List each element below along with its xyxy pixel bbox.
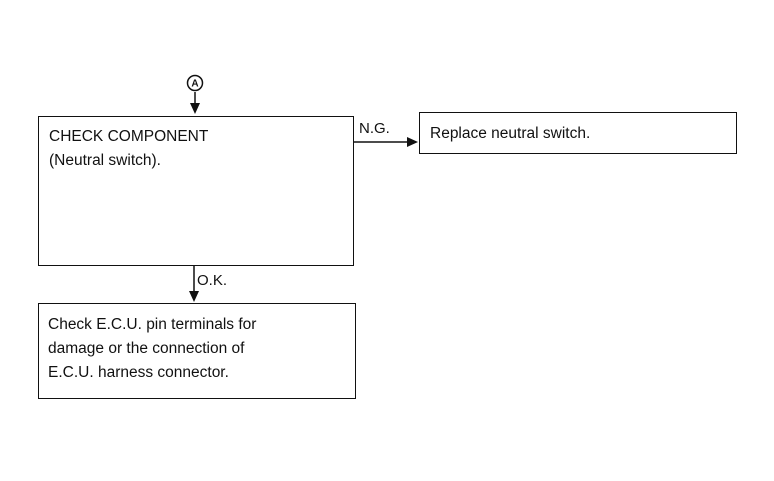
check-ecu-line-3: E.C.U. harness connector. [48, 364, 229, 381]
check-component-box: CHECK COMPONENT (Neutral switch). [38, 116, 354, 266]
ng-label: N.G. [359, 120, 390, 137]
connector-a-icon: A [186, 74, 204, 92]
check-ecu-line-1: Check E.C.U. pin terminals for [48, 316, 257, 333]
replace-switch-box: Replace neutral switch. [419, 112, 737, 154]
connector-label: A [191, 79, 198, 90]
check-ecu-box: Check E.C.U. pin terminals for damage or… [38, 303, 356, 399]
ok-label: O.K. [197, 272, 228, 289]
arrowhead-down-icon [189, 291, 199, 302]
check-ecu-line-2: damage or the connection of [48, 340, 245, 357]
check-component-subtitle: (Neutral switch). [49, 152, 161, 169]
arrowhead-right-icon [407, 137, 418, 147]
replace-switch-text: Replace neutral switch. [430, 125, 591, 142]
check-component-title: CHECK COMPONENT [49, 128, 209, 145]
arrowhead-down-icon [190, 103, 200, 114]
